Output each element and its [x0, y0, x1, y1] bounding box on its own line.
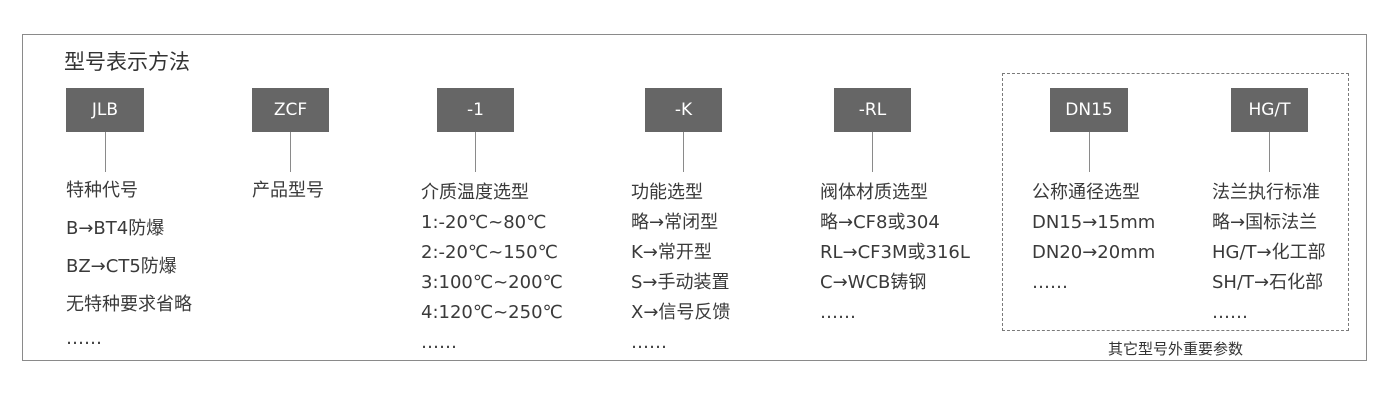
column-item: ……: [1212, 302, 1248, 323]
column-item: ……: [631, 332, 667, 353]
column-item: ……: [421, 332, 457, 353]
column-item: RL→CF3M或316L: [820, 242, 970, 263]
column-function: 功能选型 略→常闭型 K→常开型 S→手动装置 X→信号反馈 ……: [631, 178, 730, 358]
column-heading: 介质温度选型: [421, 182, 529, 203]
code-box-material: -RL: [834, 88, 911, 132]
column-item: K→常开型: [631, 242, 712, 263]
column-flange-standard: 法兰执行标准 略→国标法兰 HG/T→化工部 SH/T→石化部 ……: [1212, 178, 1326, 328]
column-item: SH/T→石化部: [1212, 272, 1324, 293]
column-heading: 产品型号: [252, 180, 324, 201]
code-box-temp: -1: [437, 88, 514, 132]
column-heading: 阀体材质选型: [820, 182, 928, 203]
code-box-zcf: ZCF: [252, 88, 329, 132]
connector-jlb: [105, 132, 106, 172]
other-params-caption: 其它型号外重要参数: [1107, 340, 1243, 358]
column-material: 阀体材质选型 略→CF8或304 RL→CF3M或316L C→WCB铸钢 ……: [820, 178, 970, 328]
code-box-diameter: DN15: [1050, 88, 1128, 132]
column-item: ……: [66, 328, 102, 349]
column-item: ……: [820, 302, 856, 323]
column-item: 略→常闭型: [631, 212, 719, 233]
column-item: HG/T→化工部: [1212, 242, 1326, 263]
other-params-group: [1002, 73, 1349, 331]
column-item: 3:100℃~200℃: [421, 272, 563, 293]
connector-temp: [475, 132, 476, 172]
column-item: B→BT4防爆: [66, 218, 165, 239]
code-box-jlb: JLB: [66, 88, 144, 132]
connector-function: [683, 132, 684, 172]
column-item: DN20→20mm: [1032, 242, 1156, 263]
column-item: DN15→15mm: [1032, 212, 1156, 233]
connector-flange-standard: [1269, 132, 1270, 172]
column-item: 2:-20℃~150℃: [421, 242, 558, 263]
column-product: 产品型号: [252, 176, 324, 206]
connector-diameter: [1089, 132, 1090, 172]
column-item: 略→国标法兰: [1212, 212, 1318, 233]
code-box-flange-standard: HG/T: [1231, 88, 1308, 132]
column-item: X→信号反馈: [631, 302, 731, 323]
column-item: ……: [1032, 272, 1068, 293]
column-item: 略→CF8或304: [820, 212, 940, 233]
column-diameter: 公称通径选型 DN15→15mm DN20→20mm ……: [1032, 178, 1155, 298]
column-item: 无特种要求省略: [66, 294, 192, 315]
column-heading: 公称通径选型: [1032, 182, 1140, 203]
connector-zcf: [290, 132, 291, 172]
column-special: 特种代号 B→BT4防爆 BZ→CT5防爆 无特种要求省略 ……: [66, 176, 192, 354]
code-box-function: -K: [645, 88, 722, 132]
column-heading: 功能选型: [631, 182, 703, 203]
column-item: 4:120℃~250℃: [421, 302, 563, 323]
column-heading: 法兰执行标准: [1212, 182, 1320, 203]
diagram-title: 型号表示方法: [64, 50, 190, 74]
column-temperature: 介质温度选型 1:-20℃~80℃ 2:-20℃~150℃ 3:100℃~200…: [421, 178, 563, 358]
column-item: C→WCB铸钢: [820, 272, 927, 293]
column-item: 1:-20℃~80℃: [421, 212, 547, 233]
connector-material: [872, 132, 873, 172]
column-item: S→手动装置: [631, 272, 730, 293]
column-heading: 特种代号: [66, 180, 138, 201]
column-item: BZ→CT5防爆: [66, 256, 177, 277]
diagram-frame: [22, 34, 1367, 361]
